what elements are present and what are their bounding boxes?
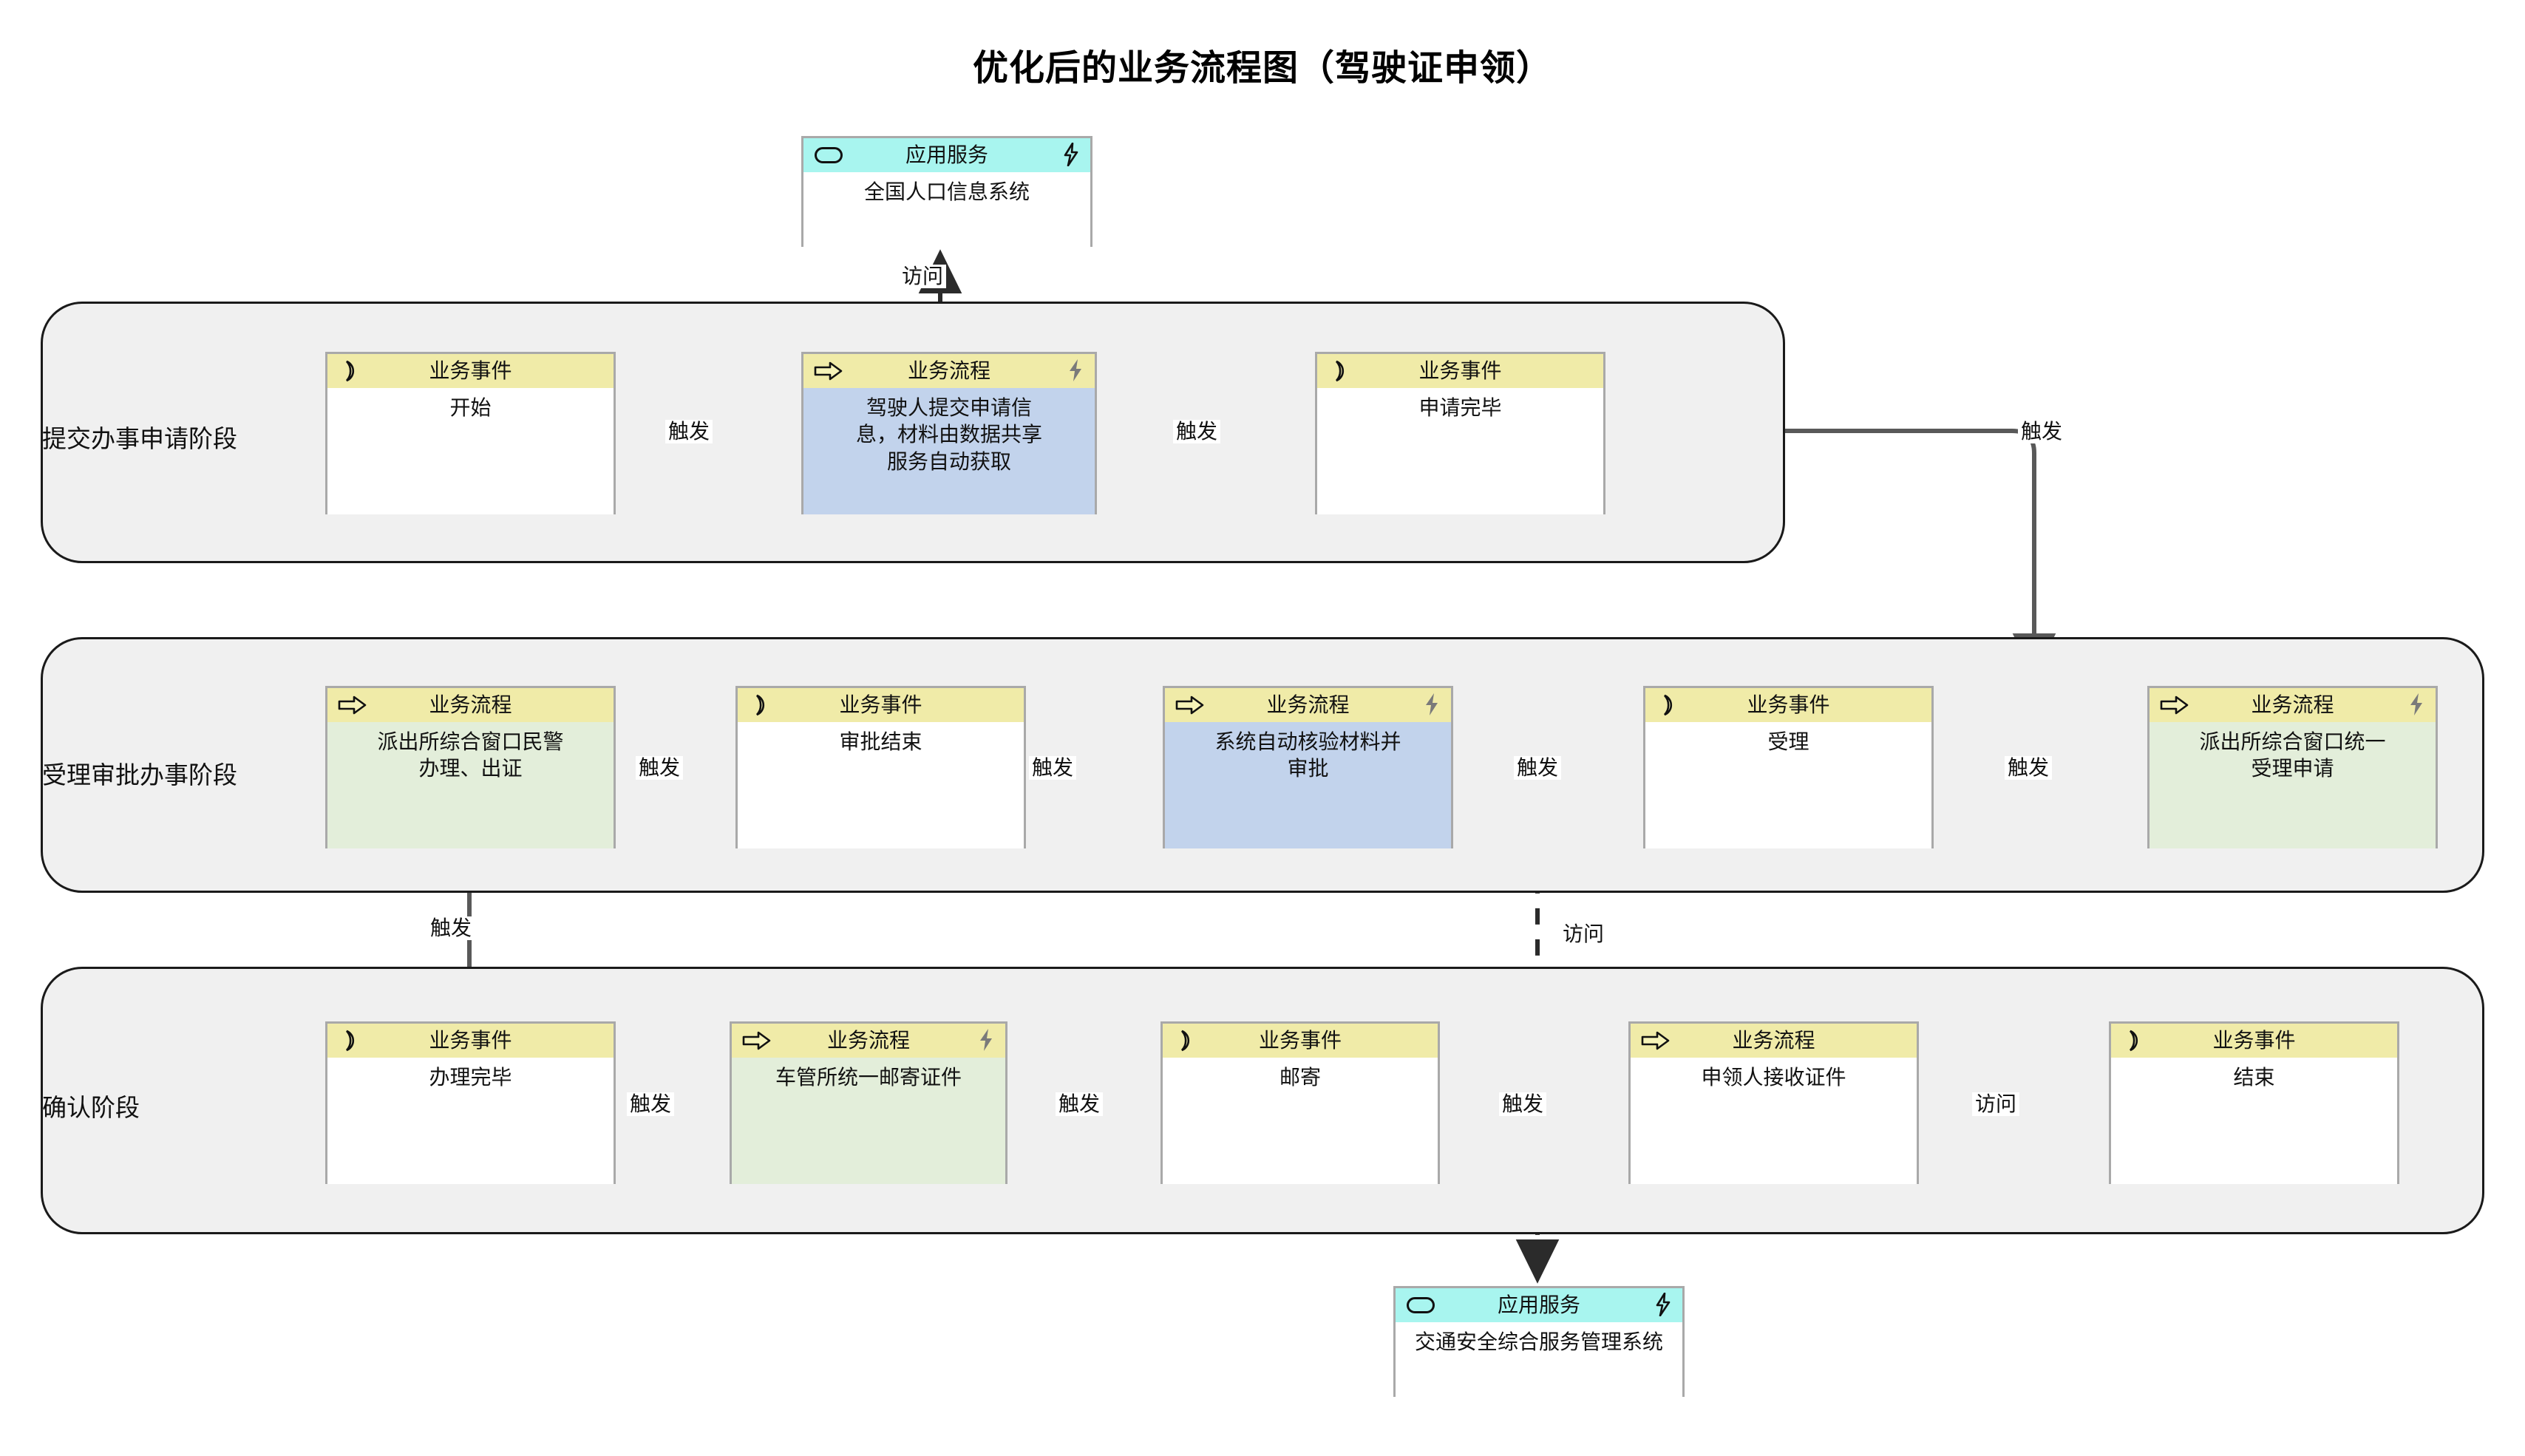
node-type-label: 应用服务 bbox=[905, 143, 988, 166]
node-process-applicant-receive[interactable]: 业务流程 申领人接收证件 bbox=[1628, 1021, 1919, 1184]
crescent-icon bbox=[1173, 1030, 1203, 1052]
crescent-icon bbox=[338, 360, 367, 382]
arrow-right-icon bbox=[742, 1030, 772, 1052]
node-body: 申领人接收证件 bbox=[1631, 1058, 1917, 1184]
node-header: 业务事件 bbox=[1163, 1024, 1438, 1058]
lightning-icon bbox=[1067, 358, 1086, 384]
page-title: 优化后的业务流程图（驾驶证申领） bbox=[972, 49, 1552, 88]
node-body: 邮寄 bbox=[1163, 1058, 1438, 1184]
crescent-icon bbox=[748, 694, 778, 716]
node-type-label: 业务事件 bbox=[1747, 693, 1830, 716]
node-event-end[interactable]: 业务事件 结束 bbox=[2109, 1021, 2399, 1184]
node-body: 交通安全综合服务管理系统 bbox=[1396, 1322, 1682, 1397]
node-header: 业务事件 bbox=[1317, 354, 1603, 388]
node-type-label: 业务流程 bbox=[907, 359, 990, 382]
edge-label-access-1: 访问 bbox=[899, 265, 947, 289]
node-event-application-complete[interactable]: 业务事件 申请完毕 bbox=[1315, 352, 1605, 514]
node-body: 开始 bbox=[327, 388, 614, 514]
node-process-auto-verify[interactable]: 业务流程 系统自动核验材料并 审批 bbox=[1163, 686, 1453, 848]
node-type-label: 应用服务 bbox=[1497, 1293, 1580, 1316]
node-event-mailing[interactable]: 业务事件 邮寄 bbox=[1160, 1021, 1440, 1184]
phase-label-accept-approve: 受理审批办事阶段 bbox=[42, 761, 237, 789]
node-process-police-handle[interactable]: 业务流程 派出所综合窗口民警 办理、出证 bbox=[325, 686, 616, 848]
lightning-icon bbox=[2407, 693, 2427, 718]
lightning-icon bbox=[1062, 142, 1081, 168]
node-app-service-population[interactable]: 应用服务 全国人口信息系统 bbox=[801, 136, 1092, 247]
edge-label-access-2: 访问 bbox=[1563, 922, 1605, 945]
edge-label-trigger-10: 触发 bbox=[1056, 1092, 1104, 1117]
node-body: 派出所综合窗口统一 受理申请 bbox=[2150, 722, 2436, 848]
arrow-right-icon bbox=[338, 694, 367, 716]
node-header: 业务事件 bbox=[327, 354, 614, 388]
edge-label-trigger-1: 触发 bbox=[665, 420, 713, 444]
node-event-approval-end[interactable]: 业务事件 审批结束 bbox=[735, 686, 1026, 848]
node-header: 业务事件 bbox=[1645, 688, 1931, 722]
phase-label-confirm: 确认阶段 bbox=[42, 1094, 140, 1121]
node-header: 业务事件 bbox=[327, 1024, 614, 1058]
crescent-icon bbox=[338, 1030, 367, 1052]
node-type-label: 业务事件 bbox=[2212, 1029, 2296, 1052]
node-event-accept[interactable]: 业务事件 受理 bbox=[1643, 686, 1934, 848]
node-type-label: 业务事件 bbox=[429, 1029, 512, 1052]
node-type-label: 业务流程 bbox=[826, 1029, 910, 1052]
node-body: 办理完毕 bbox=[327, 1058, 614, 1184]
edge-label-trigger-4: 触发 bbox=[2005, 756, 2053, 780]
node-header: 业务流程 bbox=[732, 1024, 1005, 1058]
node-header: 应用服务 bbox=[1396, 1288, 1682, 1322]
node-header: 应用服务 bbox=[803, 138, 1090, 172]
node-app-service-traffic[interactable]: 应用服务 交通安全综合服务管理系统 bbox=[1393, 1286, 1685, 1397]
node-header: 业务流程 bbox=[327, 688, 614, 722]
node-body: 派出所综合窗口民警 办理、出证 bbox=[327, 722, 614, 848]
node-header: 业务流程 bbox=[2150, 688, 2436, 722]
lightning-icon bbox=[1654, 1292, 1673, 1318]
edge-label-trigger-11: 触发 bbox=[1499, 1092, 1547, 1117]
arrow-right-icon bbox=[814, 360, 843, 382]
arrow-right-icon bbox=[1175, 694, 1205, 716]
node-type-label: 业务流程 bbox=[1266, 693, 1350, 716]
edge-label-trigger-5: 触发 bbox=[1514, 756, 1562, 780]
node-header: 业务事件 bbox=[738, 688, 1024, 722]
node-type-label: 业务事件 bbox=[1418, 359, 1502, 382]
edge-label-trigger-2: 触发 bbox=[1173, 420, 1221, 444]
node-process-driver-submit[interactable]: 业务流程 驾驶人提交申请信 息，材料由数据共享 服务自动获取 bbox=[801, 352, 1097, 514]
node-body: 申请完毕 bbox=[1317, 388, 1603, 514]
node-header: 业务流程 bbox=[803, 354, 1095, 388]
crescent-icon bbox=[1656, 694, 1685, 716]
node-header: 业务流程 bbox=[1165, 688, 1451, 722]
edge-label-trigger-7: 触发 bbox=[636, 756, 684, 780]
node-body: 结束 bbox=[2111, 1058, 2397, 1184]
edge-label-trigger-12: 访问 bbox=[1972, 1092, 2020, 1117]
node-type-label: 业务事件 bbox=[839, 693, 922, 716]
node-body: 驾驶人提交申请信 息，材料由数据共享 服务自动获取 bbox=[803, 388, 1095, 514]
phase-label-submit: 提交办事申请阶段 bbox=[42, 425, 237, 452]
node-type-label: 业务流程 bbox=[429, 693, 512, 716]
arrow-right-icon bbox=[2160, 694, 2189, 716]
node-process-unified-accept[interactable]: 业务流程 派出所综合窗口统一 受理申请 bbox=[2147, 686, 2438, 848]
node-event-handling-complete[interactable]: 业务事件 办理完毕 bbox=[325, 1021, 616, 1184]
edge-label-trigger-8: 触发 bbox=[427, 916, 475, 941]
node-body: 系统自动核验材料并 审批 bbox=[1165, 722, 1451, 848]
node-process-mail-certificate[interactable]: 业务流程 车管所统一邮寄证件 bbox=[730, 1021, 1007, 1184]
edge-label-trigger-6: 触发 bbox=[1029, 756, 1077, 780]
node-type-label: 业务流程 bbox=[1732, 1029, 1815, 1052]
crescent-icon bbox=[2121, 1030, 2151, 1052]
lightning-icon bbox=[977, 1028, 996, 1053]
node-type-label: 业务流程 bbox=[2251, 693, 2334, 716]
lightning-icon bbox=[1423, 693, 1442, 718]
node-event-start[interactable]: 业务事件 开始 bbox=[325, 352, 616, 514]
node-header: 业务流程 bbox=[1631, 1024, 1917, 1058]
rounded-pill-icon bbox=[814, 144, 843, 166]
node-body: 审批结束 bbox=[738, 722, 1024, 848]
node-body: 车管所统一邮寄证件 bbox=[732, 1058, 1005, 1184]
crescent-icon bbox=[1328, 360, 1357, 382]
node-body: 受理 bbox=[1645, 722, 1931, 848]
edge-label-trigger-3: 触发 bbox=[2018, 420, 2066, 444]
node-type-label: 业务事件 bbox=[1258, 1029, 1342, 1052]
arrow-right-icon bbox=[1641, 1030, 1671, 1052]
rounded-pill-icon bbox=[1406, 1294, 1435, 1316]
node-body: 全国人口信息系统 bbox=[803, 172, 1090, 247]
edge-label-trigger-9: 触发 bbox=[627, 1092, 675, 1117]
node-header: 业务事件 bbox=[2111, 1024, 2397, 1058]
node-type-label: 业务事件 bbox=[429, 359, 512, 382]
